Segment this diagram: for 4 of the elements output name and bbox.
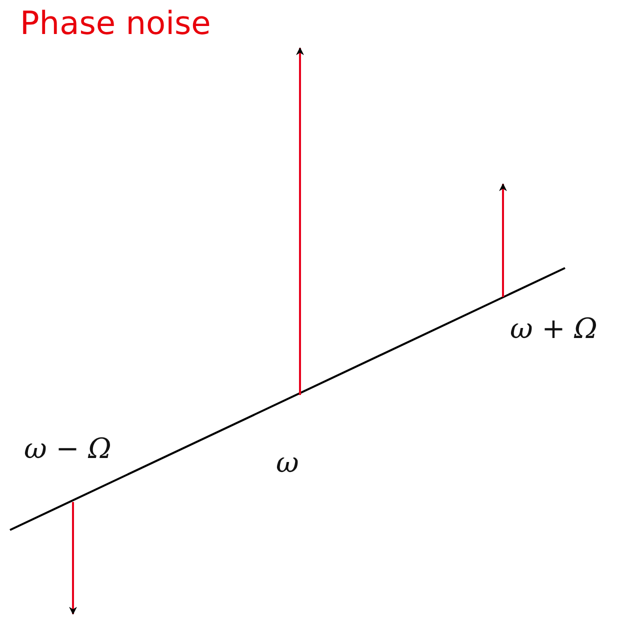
frequency-label: ω + Ω <box>510 312 598 345</box>
frequency-label: ω − Ω <box>24 432 112 465</box>
frequency-label: ω <box>276 446 299 479</box>
title: Phase noise <box>20 4 211 42</box>
